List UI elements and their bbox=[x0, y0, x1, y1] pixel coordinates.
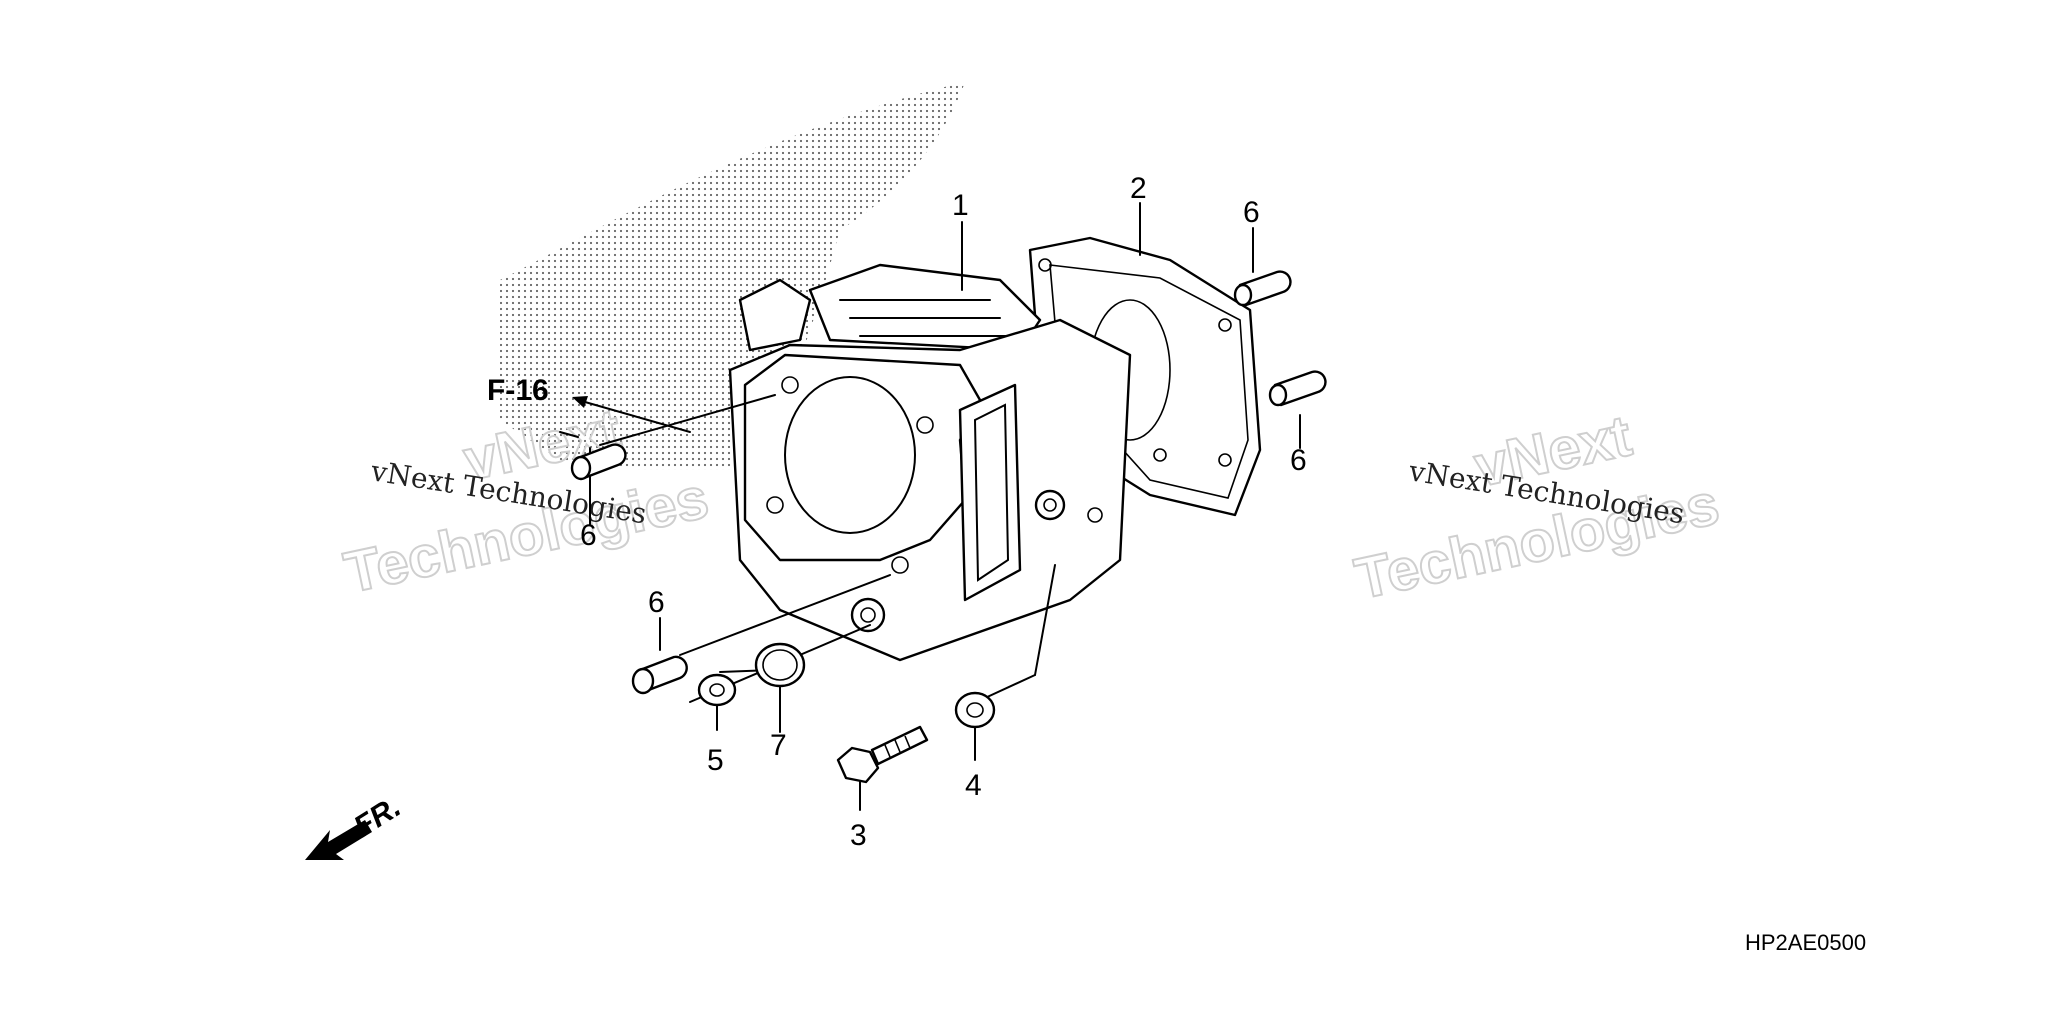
part-6-dowel-left bbox=[570, 443, 627, 481]
callout-1: 1 bbox=[952, 189, 969, 222]
part-6-dowel-top-right bbox=[1233, 270, 1292, 307]
callout-7: 7 bbox=[770, 729, 787, 762]
callout-5: 5 bbox=[707, 744, 724, 777]
part-7-o-ring bbox=[754, 642, 806, 688]
callout-6-right: 6 bbox=[1290, 444, 1307, 477]
part-1-cylinder bbox=[728, 263, 1132, 662]
callout-2: 2 bbox=[1130, 172, 1147, 205]
callout-6-left: 6 bbox=[580, 519, 597, 552]
callout-6-bottom: 6 bbox=[648, 586, 665, 619]
reference-arrow bbox=[572, 396, 691, 433]
part-3-bolt bbox=[836, 725, 929, 784]
callout-3: 3 bbox=[850, 819, 867, 852]
part-6-dowel-right bbox=[1268, 370, 1327, 407]
callout-4: 4 bbox=[965, 769, 982, 802]
diagram-code: HP2AE0500 bbox=[1745, 930, 1866, 955]
part-6-dowel-bottom bbox=[631, 655, 688, 695]
part-4-washer bbox=[954, 691, 996, 729]
part-5-washer bbox=[697, 673, 737, 707]
reference-label: F-16 bbox=[487, 374, 549, 407]
front-direction-arrow bbox=[305, 820, 372, 860]
stippled-head-shadow bbox=[500, 82, 965, 470]
callout-6-top-right: 6 bbox=[1243, 196, 1260, 229]
